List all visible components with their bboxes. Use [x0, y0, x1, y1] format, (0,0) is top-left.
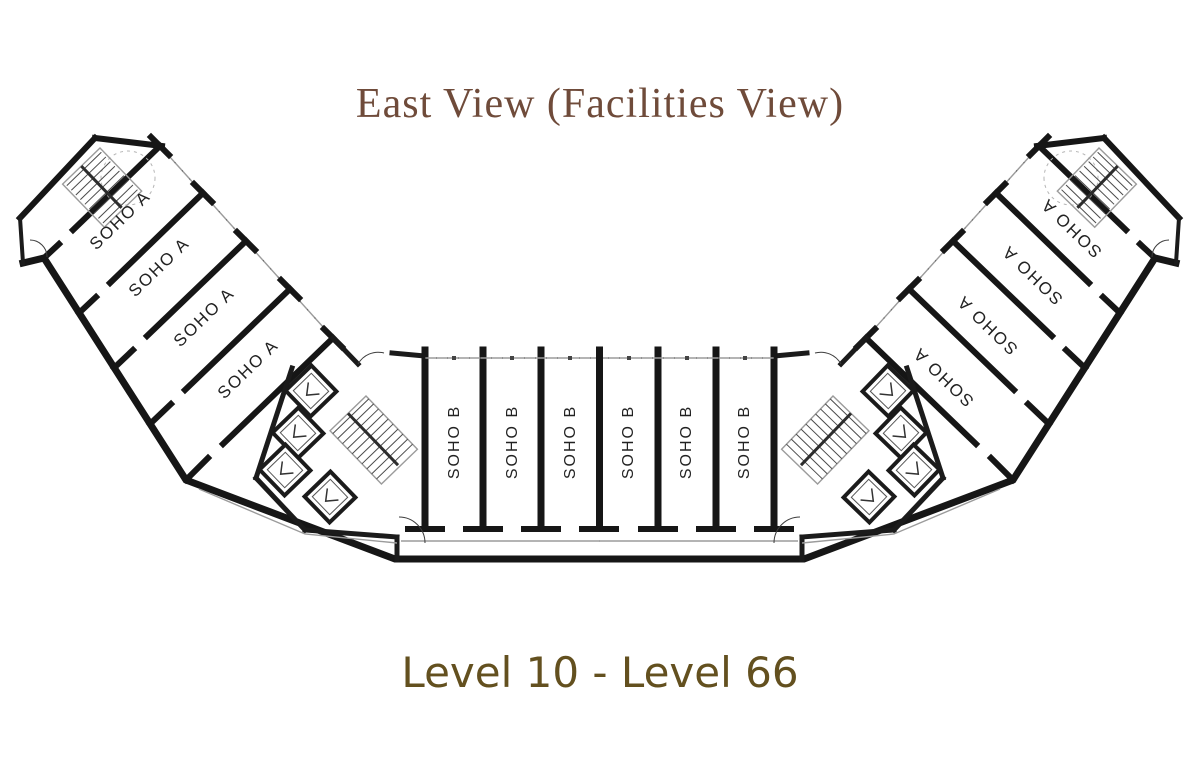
unit-label-soho-b-1: SOHO B	[446, 405, 463, 479]
door-arc-icon	[398, 516, 426, 544]
elevator-icon	[302, 469, 358, 525]
unit-label-soho-b-6: SOHO B	[736, 405, 753, 479]
staircase-icon	[61, 147, 143, 229]
staircase-icon	[329, 395, 419, 485]
elevator-core	[198, 334, 428, 563]
unit-label-soho-a-left-2: SOHO A	[125, 233, 194, 300]
center-window-line	[425, 356, 600, 360]
center-partitions	[405, 346, 561, 532]
unit-label-soho-a-left-3: SOHO A	[170, 283, 239, 350]
unit-label-soho-b-5: SOHO B	[678, 405, 695, 479]
corridor	[398, 516, 600, 544]
unit-label-soho-b-2: SOHO B	[504, 405, 521, 479]
center-partition-middle	[579, 346, 619, 532]
unit-label-soho-b-4: SOHO B	[620, 405, 637, 479]
right-half-plan-mirror	[599, 137, 1179, 560]
unit-label-soho-b-3: SOHO B	[562, 405, 579, 479]
unit-label-soho-a-left-1: SOHO A	[86, 186, 155, 253]
door-arc-icon	[29, 239, 48, 258]
door-arc-icon	[357, 351, 385, 365]
unit-label-soho-a-right-3: SOHO A	[953, 291, 1022, 358]
left-half-plan	[15, 132, 604, 563]
page-title: East View (Facilities View)	[355, 81, 845, 127]
wing-tip-stair-core	[15, 133, 166, 266]
wing-partition-walls	[39, 141, 338, 485]
level-range-label: Level 10 - Level 66	[401, 648, 799, 697]
corridor-line	[198, 488, 398, 544]
outer-wall	[18, 254, 604, 563]
